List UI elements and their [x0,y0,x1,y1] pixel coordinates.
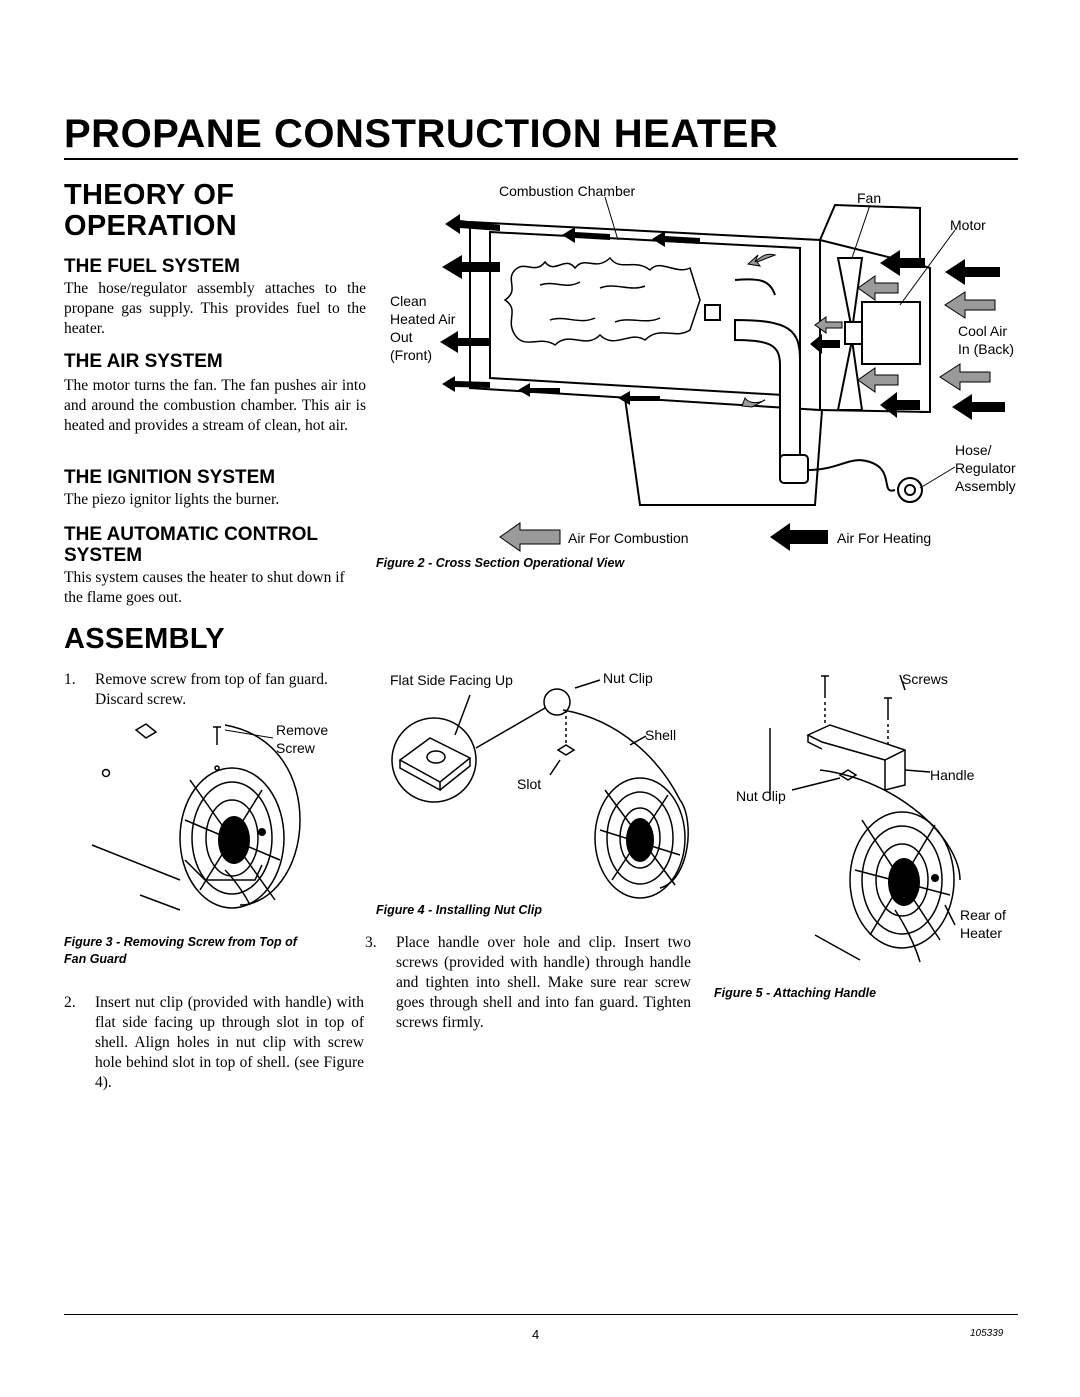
figure2-caption: Figure 2 - Cross Section Operational Vie… [376,556,625,570]
legend-combustion-label: Air For Combustion [568,530,689,546]
control-heading-line1: THE AUTOMATIC CONTROL [64,524,319,545]
control-text: This system causes the heater to shut do… [64,569,345,606]
step-3-number: 3. [365,934,377,951]
ignition-text: The piezo ignitor lights the burner. [64,491,280,508]
theory-heading-line1: THEORY OF [64,179,235,211]
step-3-text: Place handle over hole and clip. Insert … [396,934,691,1031]
legend-heating-label: Air For Heating [837,530,932,546]
label-out: Out [390,329,413,345]
figure3-hub [218,816,266,864]
control-heading-line2: SYSTEM [64,545,143,566]
fuel-heading: THE FUEL SYSTEM [64,256,240,277]
ignition-section: THE IGNITION SYSTEM The piezo ignitor li… [64,467,366,510]
fuel-pipe [704,278,809,484]
figure5-hub [888,858,939,906]
figure5-caption: Figure 5 - Attaching Handle [714,986,877,1000]
label-nut-clip-fig4: Nut Clip [603,670,653,686]
fuel-section: THE FUEL SYSTEM The hose/regulator assem… [64,256,366,339]
label-screw: Screw [276,740,315,756]
control-section: THE AUTOMATIC CONTROL SYSTEM This system… [64,524,366,608]
step-1-number: 1. [64,671,76,688]
assembly-heading: ASSEMBLY [64,623,225,655]
figure3-caption-line2: Fan Guard [64,952,127,966]
label-slot: Slot [517,776,542,792]
figure3-leader [224,729,274,739]
label-motor: Motor [950,217,986,233]
doc-number: 105339 [970,1328,1004,1339]
title-rule [64,158,1018,160]
label-flat-side: Flat Side Facing Up [390,672,513,688]
label-combustion-chamber: Combustion Chamber [499,183,636,199]
figure3-caption-line1: Figure 3 - Removing Screw from Top of [64,935,297,949]
label-assembly: Assembly [955,478,1016,494]
air-section: THE AIR SYSTEM The motor turns the fan. … [64,351,366,436]
figure2-leaders [604,196,956,489]
label-shell: Shell [645,727,677,743]
page-title: PROPANE CONSTRUCTION HEATER [64,112,779,156]
label-heated-air: Heated Air [390,311,456,327]
theory-column: THEORY OF OPERATION [64,180,366,242]
label-fan: Fan [857,190,882,206]
figure3-caption: Figure 3 - Removing Screw from Top of Fa… [64,934,366,968]
label-screws: Screws [902,671,948,687]
label-clean: Clean [390,293,427,309]
fan-motor [836,257,921,411]
footer-rule [64,1314,1018,1315]
page-number: 4 [532,1327,540,1342]
figure4-caption: Figure 4 - Installing Nut Clip [376,903,542,917]
label-hose: Hose/ [955,442,992,458]
step-3: 3. Place handle over hole and clip. Inse… [365,933,691,1033]
label-regulator: Regulator [955,460,1016,476]
control-heading: THE AUTOMATIC CONTROL SYSTEM [64,524,366,566]
figure4-hub [626,818,654,862]
label-front: (Front) [390,347,432,363]
label-handle: Handle [930,767,975,783]
theory-heading: THEORY OF OPERATION [64,180,366,242]
step-2: 2. Insert nut clip (provided with handle… [64,993,364,1093]
label-in-back: In (Back) [958,341,1015,357]
hose-regulator [807,459,923,503]
label-remove: Remove [276,722,329,738]
theory-heading-line2: OPERATION [64,210,237,242]
step-2-text: Insert nut clip (provided with handle) w… [95,994,364,1091]
heating-arrows [440,214,1005,420]
step-1: 1. Remove screw from top of fan guard. D… [64,670,364,710]
air-heading: THE AIR SYSTEM [64,351,223,372]
legend-heating-arrow [770,523,828,551]
label-heater: Heater [960,925,1003,941]
ignition-heading: THE IGNITION SYSTEM [64,467,276,488]
legend-combustion-arrow [499,522,561,552]
flame-shape [503,256,701,346]
step-2-number: 2. [64,994,76,1011]
air-text: The motor turns the fan. The fan pushes … [64,377,366,434]
combustion-arrows [741,253,996,408]
label-nut-clip-fig5: Nut Clip [736,788,786,804]
step-1-text: Remove screw from top of fan guard. Disc… [95,671,328,708]
label-rear-of: Rear of [960,907,1006,923]
label-cool-air: Cool Air [958,323,1008,339]
fuel-text: The hose/regulator assembly attaches to … [64,280,366,337]
